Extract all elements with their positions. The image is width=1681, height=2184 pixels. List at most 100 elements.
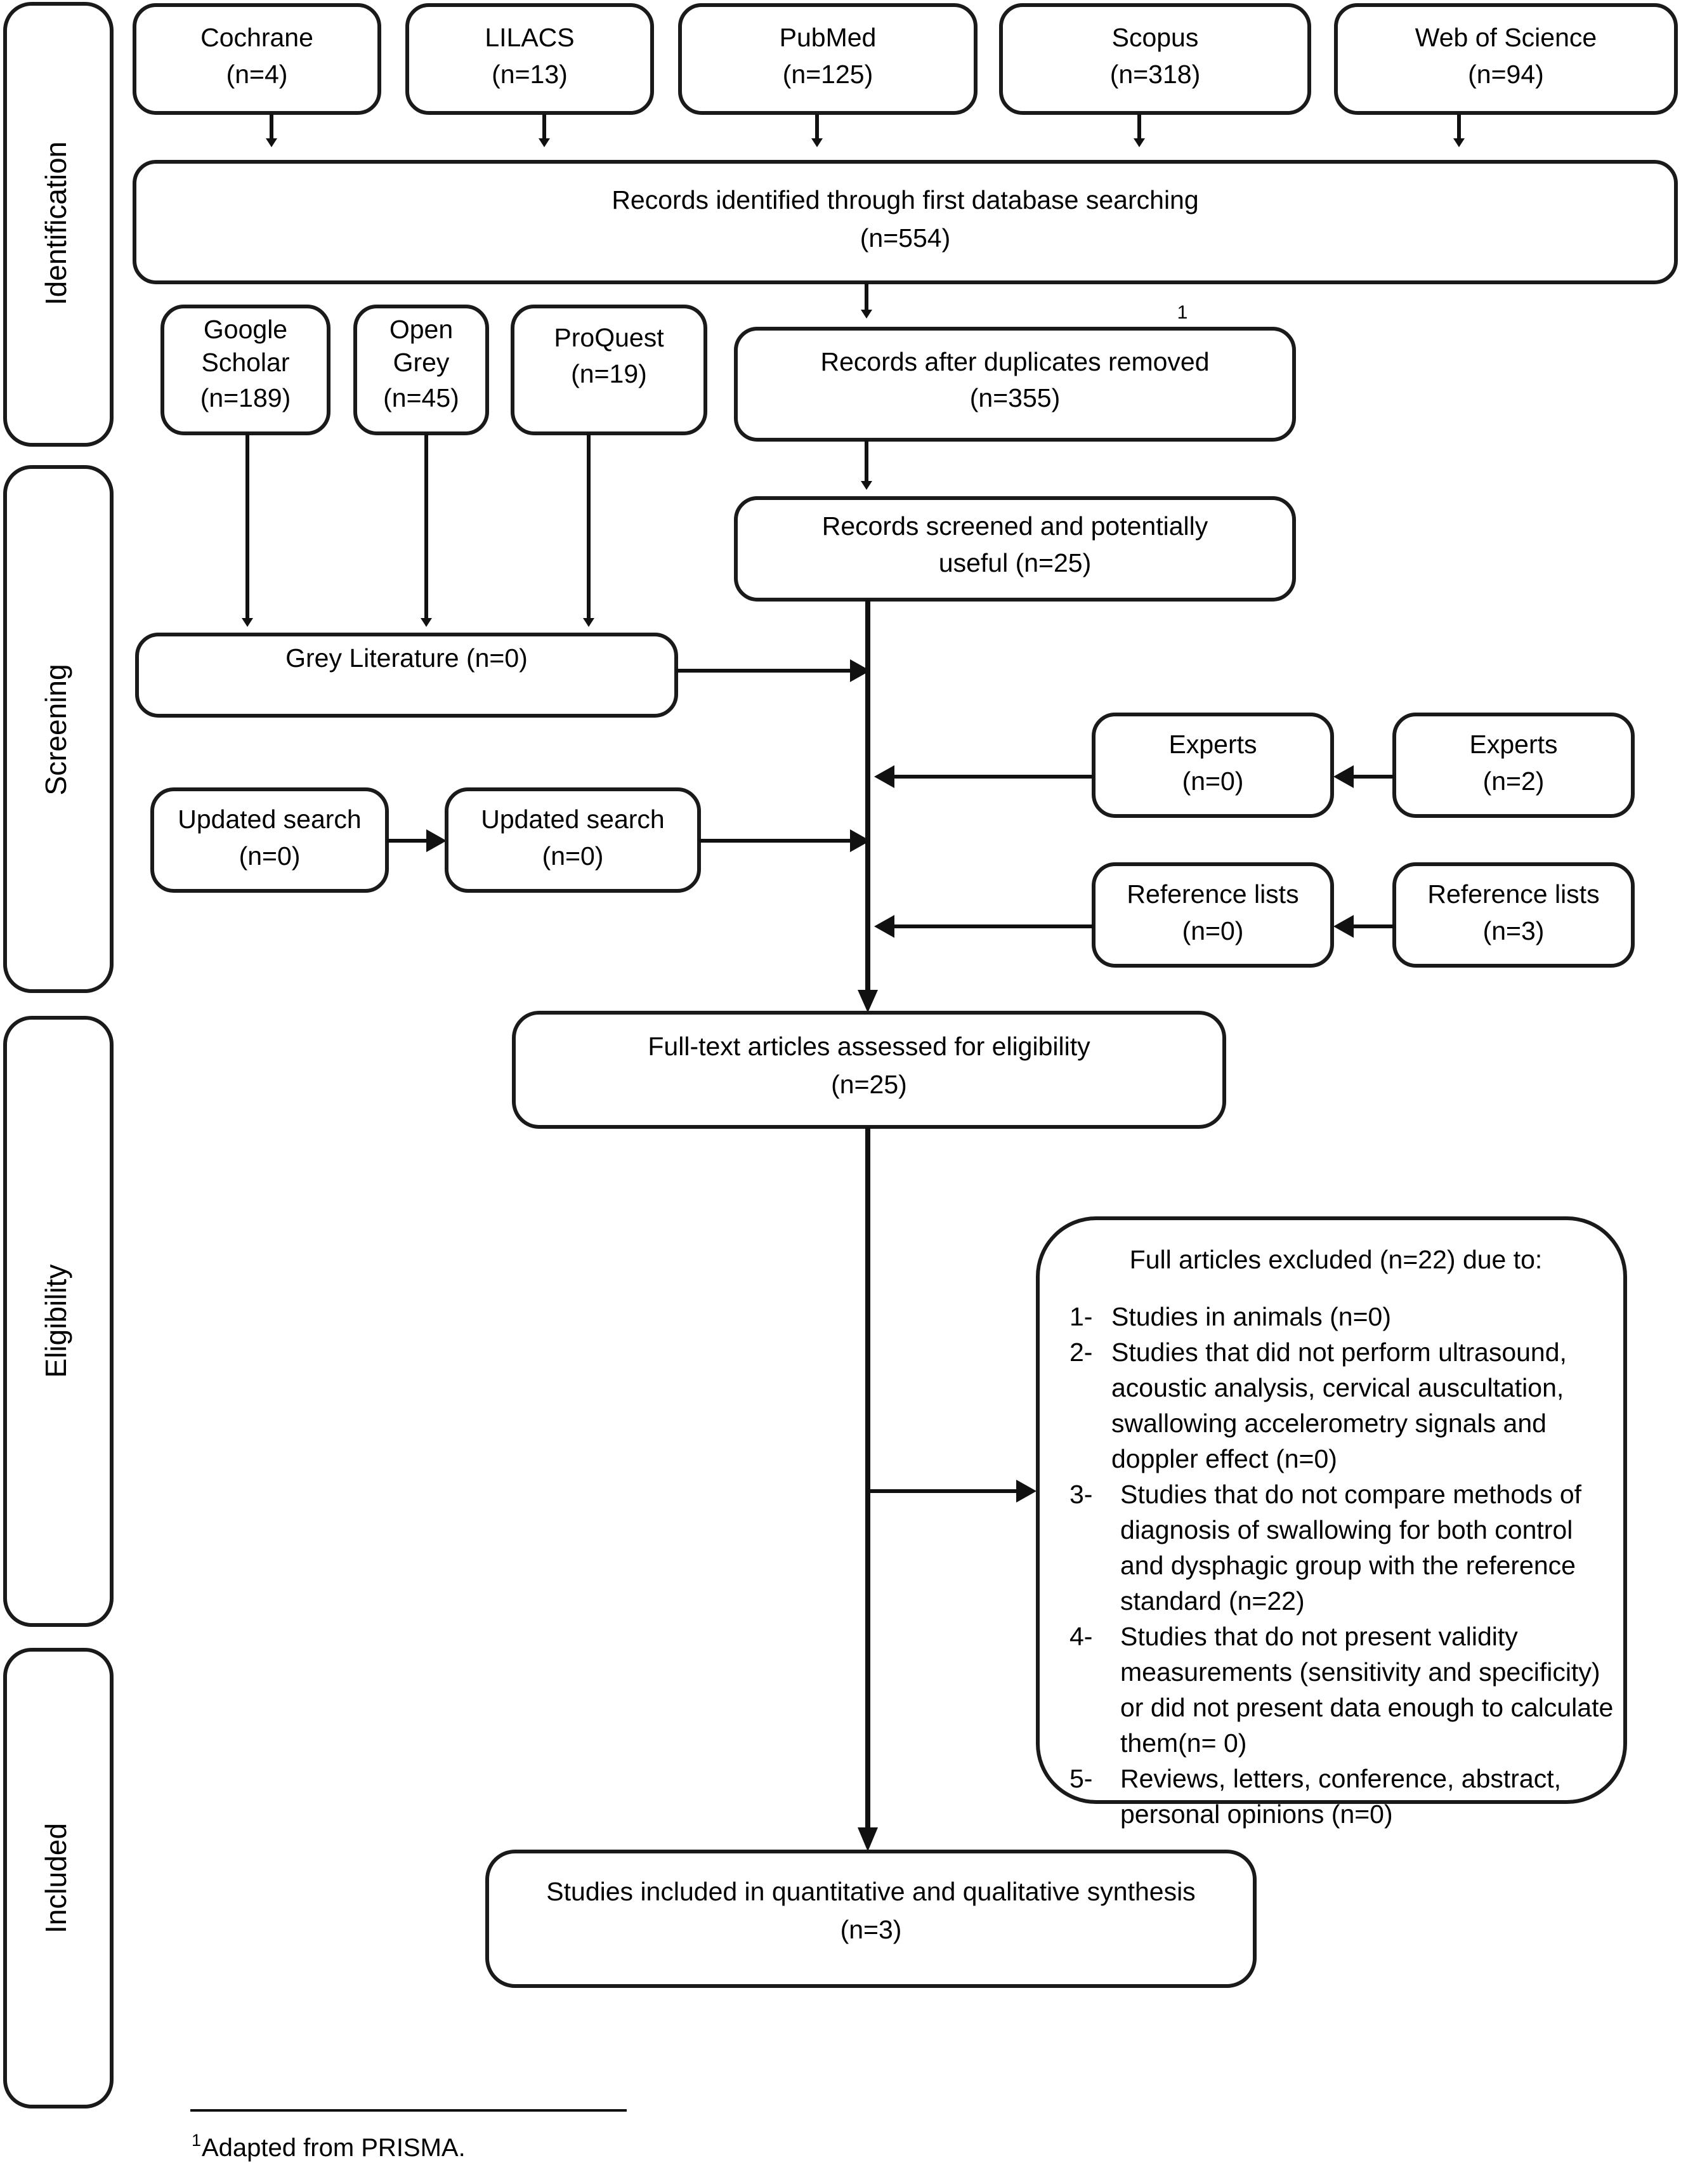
- arrow-updated-left-to-right: [387, 829, 447, 852]
- experts-inner-line2: (n=0): [1182, 766, 1244, 796]
- database-name-web-of-science: Web of Science: [1415, 23, 1597, 52]
- duplicates-superscript-marker: 1: [1177, 302, 1188, 323]
- exclusion-line-3-3: standard (n=22): [1120, 1586, 1305, 1615]
- footnote-text: Adapted from PRISMA.: [202, 2134, 466, 2162]
- reference-lists-outer-line2: (n=3): [1483, 916, 1545, 945]
- database-box-cochrane[interactable]: Cochrane (n=4): [133, 3, 381, 115]
- records-screened-box[interactable]: Records screened and potentially useful …: [734, 496, 1296, 602]
- footnote-marker: 1: [192, 2131, 201, 2150]
- exclusion-line-1-0: Studies in animals (n=0): [1111, 1302, 1391, 1331]
- stage-included: Included: [3, 1648, 114, 2108]
- updated-search-right-line2: (n=0): [542, 841, 604, 871]
- database-count-scopus: (n=318): [1110, 60, 1200, 89]
- grey-source-name-google: Google: [204, 315, 287, 344]
- arrow-to-exclusions: [868, 1480, 1037, 1503]
- exclusion-line-4-2: or did not present data enough to calcul…: [1120, 1693, 1613, 1722]
- grey-source-row: Google Scholar (n=189) Open Grey (n=45) …: [160, 305, 707, 627]
- reference-lists-inner-box[interactable]: Reference lists (n=0): [1092, 862, 1334, 968]
- updated-search-left-box[interactable]: Updated search (n=0): [150, 787, 389, 893]
- updated-search-right-box[interactable]: Updated search (n=0): [445, 787, 701, 893]
- grey-source-box-proquest[interactable]: ProQuest (n=19): [511, 305, 707, 435]
- arrow-updated-right-to-spine: [699, 829, 870, 852]
- stage-sidebar: Identification Screening Eligibility Inc…: [3, 2, 114, 2108]
- exclusion-line-5-0: Reviews, letters, conference, abstract,: [1120, 1764, 1561, 1793]
- updated-search-left-line1: Updated search: [178, 805, 361, 834]
- stage-identification: Identification: [3, 2, 114, 447]
- exclusion-line-4-3: them(n= 0): [1120, 1728, 1246, 1758]
- grey-source-box-google-scholar[interactable]: Google Scholar (n=189): [160, 305, 330, 435]
- grey-source-count-proquest: (n=19): [571, 359, 647, 388]
- records-screened-line2: useful (n=25): [939, 548, 1091, 577]
- updated-search-right-line1: Updated search: [481, 805, 664, 834]
- records-identified-line1: Records identified through first databas…: [612, 185, 1198, 214]
- full-text-assessed-line1: Full-text articles assessed for eligibil…: [648, 1032, 1090, 1061]
- database-box-lilacs[interactable]: LILACS (n=13): [405, 3, 654, 115]
- records-identified-line2: (n=554): [860, 223, 950, 253]
- database-arrows: [266, 114, 1465, 147]
- experts-outer-line2: (n=2): [1483, 766, 1545, 796]
- records-after-duplicates-line2: (n=355): [970, 383, 1060, 412]
- grey-source-name-grey: Grey: [393, 348, 450, 377]
- arrow-reference-outer-to-inner: [1333, 915, 1394, 938]
- database-box-pubmed[interactable]: PubMed (n=125): [678, 3, 978, 115]
- grey-source-name-scholar: Scholar: [201, 348, 289, 377]
- exclusion-line-2-2: swallowing accelerometry signals and: [1111, 1409, 1547, 1438]
- exclusion-number-5: 5-: [1069, 1764, 1092, 1793]
- database-name-scopus: Scopus: [1112, 23, 1199, 52]
- stage-label-eligibility: Eligibility: [39, 1265, 72, 1378]
- exclusion-line-3-1: diagnosis of swallowing for both control: [1120, 1515, 1573, 1544]
- exclusion-line-2-0: Studies that did not perform ultrasound,: [1111, 1338, 1567, 1367]
- database-source-row: Cochrane (n=4) LILACS (n=13) PubMed (n=1…: [133, 3, 1678, 147]
- exclusion-number-2: 2-: [1069, 1338, 1092, 1367]
- studies-included-line2: (n=3): [840, 1915, 902, 1944]
- exclusion-line-2-1: acoustic analysis, cervical auscultation…: [1111, 1373, 1564, 1402]
- database-count-cochrane: (n=4): [226, 60, 288, 89]
- records-after-duplicates-line1: Records after duplicates removed: [820, 347, 1209, 376]
- grey-source-name-open: Open: [389, 315, 453, 344]
- database-count-web-of-science: (n=94): [1468, 60, 1544, 89]
- arrow-experts-outer-to-inner: [1333, 765, 1394, 788]
- studies-included-box[interactable]: Studies included in quantitative and qua…: [485, 1850, 1257, 1988]
- exclusions-box[interactable]: Full articles excluded (n=22) due to: 1-…: [1036, 1216, 1627, 1829]
- exclusion-number-1: 1-: [1069, 1302, 1092, 1331]
- exclusion-line-4-0: Studies that do not present validity: [1120, 1622, 1518, 1651]
- exclusions-heading: Full articles excluded (n=22) due to:: [1130, 1245, 1543, 1274]
- database-count-pubmed: (n=125): [783, 60, 873, 89]
- grey-source-arrows: [242, 433, 594, 627]
- records-identified-box[interactable]: Records identified through first databas…: [133, 160, 1678, 284]
- experts-inner-line1: Experts: [1169, 730, 1257, 759]
- stage-eligibility: Eligibility: [3, 1016, 114, 1627]
- grey-source-count-google-scholar: (n=189): [200, 383, 291, 412]
- records-after-duplicates-box[interactable]: 1 Records after duplicates removed (n=35…: [734, 302, 1296, 442]
- grey-source-count-open-grey: (n=45): [383, 383, 459, 412]
- database-count-lilacs: (n=13): [492, 60, 568, 89]
- central-spine-arrowhead: [858, 990, 878, 1013]
- exclusion-line-4-1: measurements (sensitivity and specificit…: [1120, 1657, 1600, 1687]
- arrow-experts-inner-to-spine: [874, 765, 1094, 788]
- arrow-grey-literature-to-spine: [676, 659, 870, 682]
- exclusion-line-3-2: and dysphagic group with the reference: [1120, 1551, 1576, 1580]
- reference-lists-outer-line1: Reference lists: [1427, 879, 1599, 909]
- full-text-assessed-box[interactable]: Full-text articles assessed for eligibil…: [512, 1011, 1226, 1129]
- exclusion-number-4: 4-: [1069, 1622, 1092, 1651]
- experts-outer-box[interactable]: Experts (n=2): [1392, 713, 1635, 818]
- database-name-lilacs: LILACS: [485, 23, 574, 52]
- grey-literature-label: Grey Literature (n=0): [285, 643, 528, 673]
- exclusion-line-3-0: Studies that do not compare methods of: [1120, 1480, 1582, 1509]
- arrow-reference-inner-to-spine: [874, 915, 1094, 938]
- updated-search-left-line2: (n=0): [239, 841, 301, 871]
- database-box-scopus[interactable]: Scopus (n=318): [999, 3, 1311, 115]
- grey-literature-box[interactable]: Grey Literature (n=0): [135, 633, 678, 718]
- database-box-web-of-science[interactable]: Web of Science (n=94): [1334, 3, 1678, 115]
- experts-inner-box[interactable]: Experts (n=0): [1092, 713, 1334, 818]
- grey-source-box-open-grey[interactable]: Open Grey (n=45): [353, 305, 489, 435]
- reference-lists-outer-box[interactable]: Reference lists (n=3): [1392, 862, 1635, 968]
- experts-outer-line1: Experts: [1470, 730, 1558, 759]
- reference-lists-inner-line2: (n=0): [1182, 916, 1244, 945]
- full-text-assessed-line2: (n=25): [831, 1070, 907, 1099]
- database-name-cochrane: Cochrane: [200, 23, 313, 52]
- database-name-pubmed: PubMed: [780, 23, 877, 52]
- exclusion-number-3: 3-: [1069, 1480, 1092, 1509]
